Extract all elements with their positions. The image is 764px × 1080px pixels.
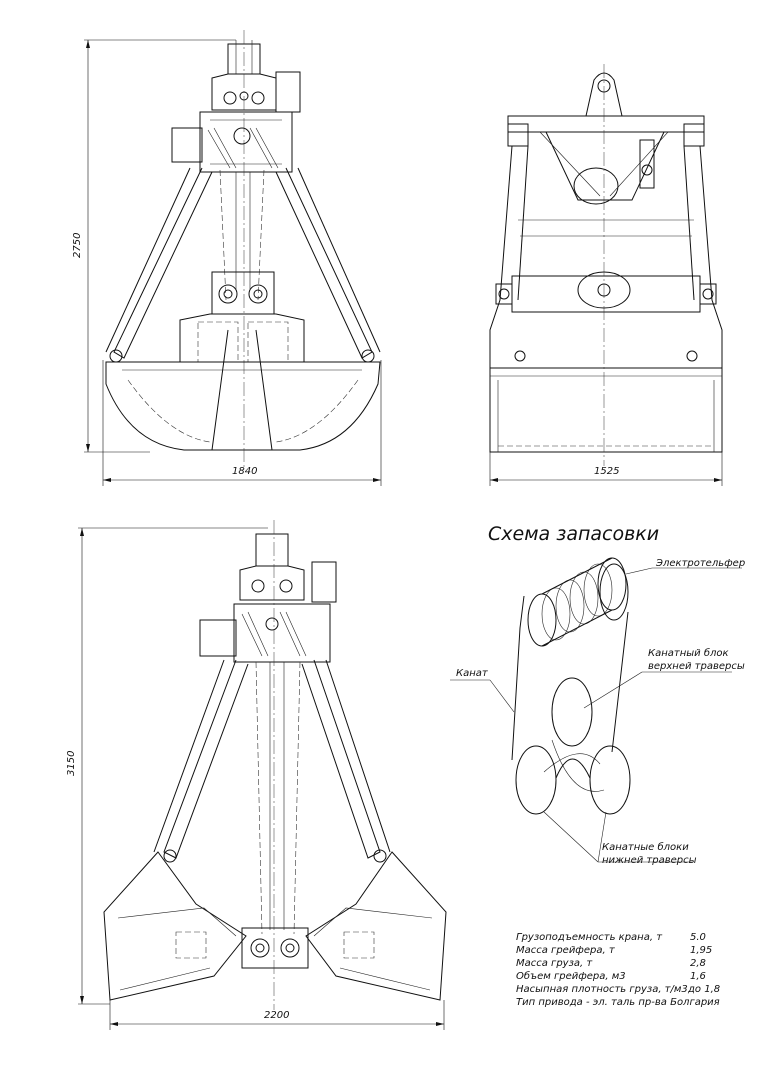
upper-block <box>551 677 593 747</box>
lower-block-left <box>515 745 557 815</box>
label-rope: Канат <box>456 668 489 679</box>
view-closed-front: 1525 <box>489 64 723 486</box>
dim-bottom-height: 3150 <box>66 751 77 776</box>
label-lower-blocks-1: Канатные блоки <box>602 841 689 853</box>
dim-top-width-right: 1525 <box>594 466 619 477</box>
lower-block-right <box>589 745 631 815</box>
spec-table: Грузоподъемность крана, т 5.0 Масса грей… <box>516 932 720 1008</box>
spec-label: Тип привода - эл. таль пр-ва Болгария <box>516 997 720 1008</box>
spec-value: 2,8 <box>690 958 706 969</box>
spec-label: Объем грейфера, м3 <box>516 970 626 982</box>
dim-top-width-left: 1840 <box>232 466 257 477</box>
dim-bottom-width: 2200 <box>264 1010 289 1021</box>
spec-label: Насыпная плотность груза, т/м3 <box>516 984 688 995</box>
view-closed-side: 2750 1840 <box>72 30 382 486</box>
label-upper-block-2: верхней траверсы <box>648 661 745 672</box>
spec-value: 1,6 <box>690 971 706 982</box>
spec-value: 1,95 <box>690 945 712 956</box>
reeving-scheme: Схема запасовки Электротельфер Канатный … <box>450 523 745 866</box>
spec-label: Грузоподъемность крана, т <box>516 932 663 943</box>
view-open-side: 3150 2200 <box>66 520 447 1030</box>
spec-value: 5.0 <box>690 932 706 943</box>
spec-value: до 1,8 <box>687 984 720 995</box>
hoist-drum <box>527 557 629 647</box>
spec-label: Масса грейфера, т <box>516 945 616 956</box>
label-lower-blocks-2: нижней траверсы <box>602 855 697 866</box>
spec-label: Масса груза, т <box>516 958 593 969</box>
label-hoist: Электротельфер <box>655 558 745 569</box>
scheme-title: Схема запасовки <box>488 523 659 545</box>
dim-top-height: 2750 <box>72 233 83 258</box>
label-upper-block-1: Канатный блок <box>648 647 729 659</box>
